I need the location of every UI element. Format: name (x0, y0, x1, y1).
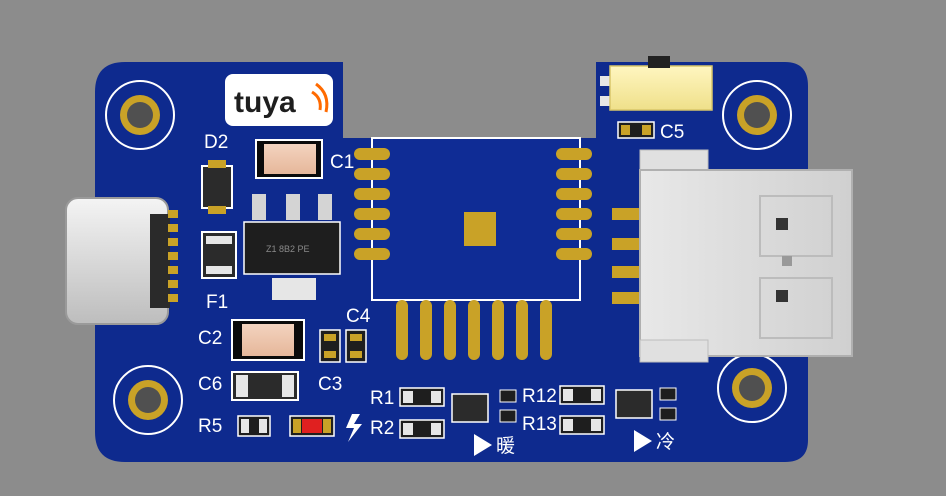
label-r2: R2 (370, 418, 394, 439)
usb-c-connector (65, 197, 178, 325)
wifi-module (371, 137, 581, 301)
lightning-icon (346, 414, 362, 442)
slide-switch (600, 56, 713, 111)
module-pads-right (556, 148, 592, 260)
resistor-r12 (559, 385, 605, 405)
usb-a-connector (612, 149, 853, 363)
label-f1: F1 (206, 292, 228, 313)
transistor-cool (615, 387, 677, 421)
label-r1: R1 (370, 388, 394, 409)
resistor-r1 (399, 387, 445, 407)
capacitor-c2 (231, 319, 305, 361)
mounting-hole-bottom-left (113, 365, 183, 435)
diode-d2 (201, 160, 233, 214)
label-c1: C1 (330, 152, 354, 173)
capacitor-c4 (319, 329, 367, 363)
label-r5: R5 (198, 416, 222, 437)
transistor-warm (451, 389, 517, 423)
mounting-hole-top-left (105, 80, 175, 150)
status-led (289, 415, 335, 437)
label-c6: C6 (198, 374, 222, 395)
label-c2: C2 (198, 328, 222, 349)
label-c4: C4 (346, 306, 371, 327)
tuya-logo: tuya (225, 74, 333, 126)
regulator-chip: Z1 8B2 PE (243, 194, 341, 300)
resistor-r5 (237, 415, 271, 437)
capacitor-c6 (231, 371, 299, 401)
label-d2: D2 (204, 132, 228, 153)
label-r12: R12 (522, 386, 557, 407)
resistor-r13 (559, 415, 605, 435)
chip-marking: Z1 8B2 PE (266, 244, 310, 254)
capacitor-c5 (617, 121, 655, 139)
module-pads-left (354, 148, 390, 260)
label-cool: 冷 (656, 431, 675, 453)
label-c5: C5 (660, 122, 684, 143)
label-c3: C3 (318, 374, 342, 395)
play-arrow-icon-warm (474, 434, 492, 456)
play-arrow-icon-cool (634, 430, 652, 452)
label-warm: 暖 (496, 435, 515, 457)
mounting-hole-top-right (722, 80, 792, 150)
logo-text: tuya (234, 86, 296, 119)
capacitor-c1 (255, 139, 323, 179)
module-pads-bottom (396, 300, 552, 360)
label-r13: R13 (522, 414, 557, 435)
fuse-f1 (201, 231, 237, 279)
resistor-r2 (399, 419, 445, 439)
